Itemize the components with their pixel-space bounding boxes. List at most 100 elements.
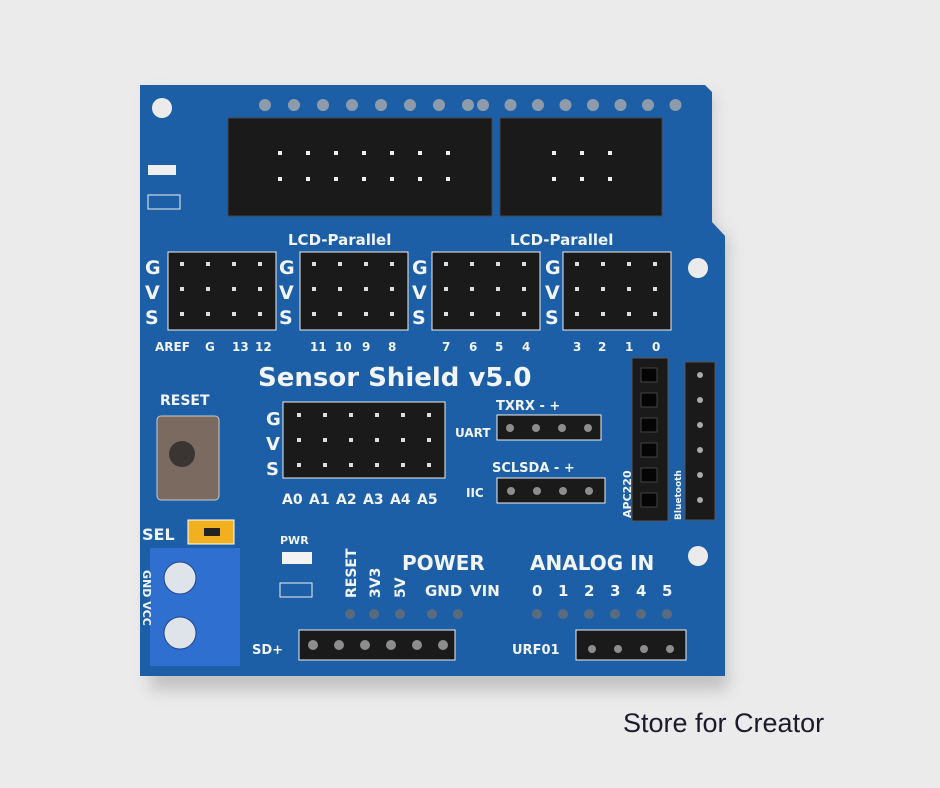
analog-in-pad bbox=[610, 609, 620, 619]
analog-in-pin-label: 1 bbox=[558, 582, 568, 600]
gvs-label: V bbox=[145, 282, 160, 304]
sd-pin bbox=[412, 640, 422, 650]
lcd-pin bbox=[446, 151, 450, 155]
digital-pin-label: 2 bbox=[598, 340, 606, 354]
analog-pin-label: A5 bbox=[417, 492, 438, 508]
header-pin bbox=[390, 312, 394, 316]
resistor-outline bbox=[279, 582, 313, 598]
gvs-label: S bbox=[279, 307, 293, 329]
power-pin-label: VIN bbox=[470, 582, 500, 600]
header-pin bbox=[180, 312, 184, 316]
uart-label: UART bbox=[455, 426, 491, 440]
power-pin-label: RESET bbox=[344, 548, 360, 598]
sd-header bbox=[298, 629, 456, 661]
header-pin bbox=[390, 262, 394, 266]
lcd-label-1: LCD-Parallel bbox=[288, 231, 391, 249]
header-pin bbox=[444, 262, 448, 266]
analog-in-pad bbox=[662, 609, 672, 619]
lcd-pin bbox=[362, 151, 366, 155]
power-pin-label: GND bbox=[425, 582, 462, 600]
header-pin bbox=[364, 262, 368, 266]
analog-in-pin-label: 0 bbox=[532, 582, 542, 600]
small-header-pins bbox=[506, 424, 593, 495]
header-pin bbox=[312, 287, 316, 291]
header-pin bbox=[470, 312, 474, 316]
header-pin bbox=[375, 413, 379, 417]
top-pin bbox=[288, 99, 300, 111]
apc220-socket bbox=[640, 367, 658, 383]
power-pad bbox=[427, 609, 437, 619]
digital-pin-label: 6 bbox=[469, 340, 477, 354]
power-pin-label: 3V3 bbox=[368, 568, 384, 598]
board-title: Sensor Shield v5.0 bbox=[258, 363, 531, 393]
top-pin bbox=[317, 99, 329, 111]
header-pin bbox=[427, 463, 431, 467]
gvs-label: S bbox=[266, 459, 279, 480]
lcd-pin bbox=[390, 151, 394, 155]
iic-pin bbox=[559, 487, 567, 495]
lcd-pin bbox=[418, 177, 422, 181]
gvs-label: G bbox=[545, 257, 561, 279]
mounting-hole bbox=[152, 98, 172, 118]
lcd-pin bbox=[334, 151, 338, 155]
bluetooth-pin bbox=[697, 497, 703, 503]
analog-pin-label: A1 bbox=[309, 492, 330, 508]
iic-label: IIC bbox=[466, 486, 484, 500]
analog-in-pad bbox=[584, 609, 594, 619]
top-pin bbox=[587, 99, 599, 111]
lcd-pin bbox=[418, 151, 422, 155]
header-pin bbox=[627, 287, 631, 291]
analog-pin-label: A3 bbox=[363, 492, 384, 508]
header-pin bbox=[338, 287, 342, 291]
iic-pin bbox=[533, 487, 541, 495]
header-pin bbox=[323, 438, 327, 442]
power-pin-label: 5V bbox=[393, 577, 409, 598]
top-pin bbox=[346, 99, 358, 111]
terminal-screw bbox=[163, 616, 197, 650]
digital-pin-label: AREF bbox=[155, 340, 190, 354]
analog-in-pin-label: 4 bbox=[636, 582, 646, 600]
top-pin bbox=[433, 99, 445, 111]
header-pin bbox=[401, 463, 405, 467]
apc220-socket bbox=[640, 442, 658, 458]
header-pin bbox=[312, 262, 316, 266]
header-pin bbox=[297, 413, 301, 417]
pcb bbox=[140, 85, 725, 676]
gvs-label: S bbox=[412, 307, 426, 329]
header-pin bbox=[232, 287, 236, 291]
apc220-socket bbox=[640, 417, 658, 433]
header-pin bbox=[206, 287, 210, 291]
header-pin bbox=[496, 312, 500, 316]
header-pin bbox=[496, 262, 500, 266]
gvs-label: S bbox=[145, 307, 159, 329]
pwr-label: PWR bbox=[280, 534, 309, 547]
header-pin bbox=[427, 413, 431, 417]
header-pin bbox=[258, 312, 262, 316]
lcd-pin bbox=[334, 177, 338, 181]
bluetooth-label: Bluetooth bbox=[674, 470, 684, 520]
analog-in-pad bbox=[636, 609, 646, 619]
digital-pin-label: G bbox=[205, 340, 215, 354]
gvs-label: G bbox=[145, 257, 161, 279]
header-pin bbox=[180, 262, 184, 266]
bluetooth-pin bbox=[697, 447, 703, 453]
lcd-pin bbox=[608, 177, 612, 181]
header-pin bbox=[258, 287, 262, 291]
header-pin bbox=[312, 312, 316, 316]
digital-pin-label: 7 bbox=[442, 340, 450, 354]
bluetooth-pin bbox=[697, 372, 703, 378]
gvs-label: V bbox=[279, 282, 294, 304]
lcd-pin bbox=[446, 177, 450, 181]
apc220-socket bbox=[640, 467, 658, 483]
power-pin-labels: RESET 3V3 5V GND VIN bbox=[344, 548, 500, 619]
top-pin bbox=[477, 99, 489, 111]
urf01-header bbox=[575, 629, 687, 661]
uart-pin-labels: TXRX - + bbox=[496, 399, 560, 414]
digital-pin-label: 8 bbox=[388, 340, 396, 354]
terminal-label: GND VCC bbox=[140, 570, 153, 626]
apc220-socket bbox=[640, 392, 658, 408]
iic-pin-labels: SCLSDA - + bbox=[492, 461, 575, 476]
top-pin bbox=[669, 99, 682, 111]
header-pin bbox=[297, 463, 301, 467]
